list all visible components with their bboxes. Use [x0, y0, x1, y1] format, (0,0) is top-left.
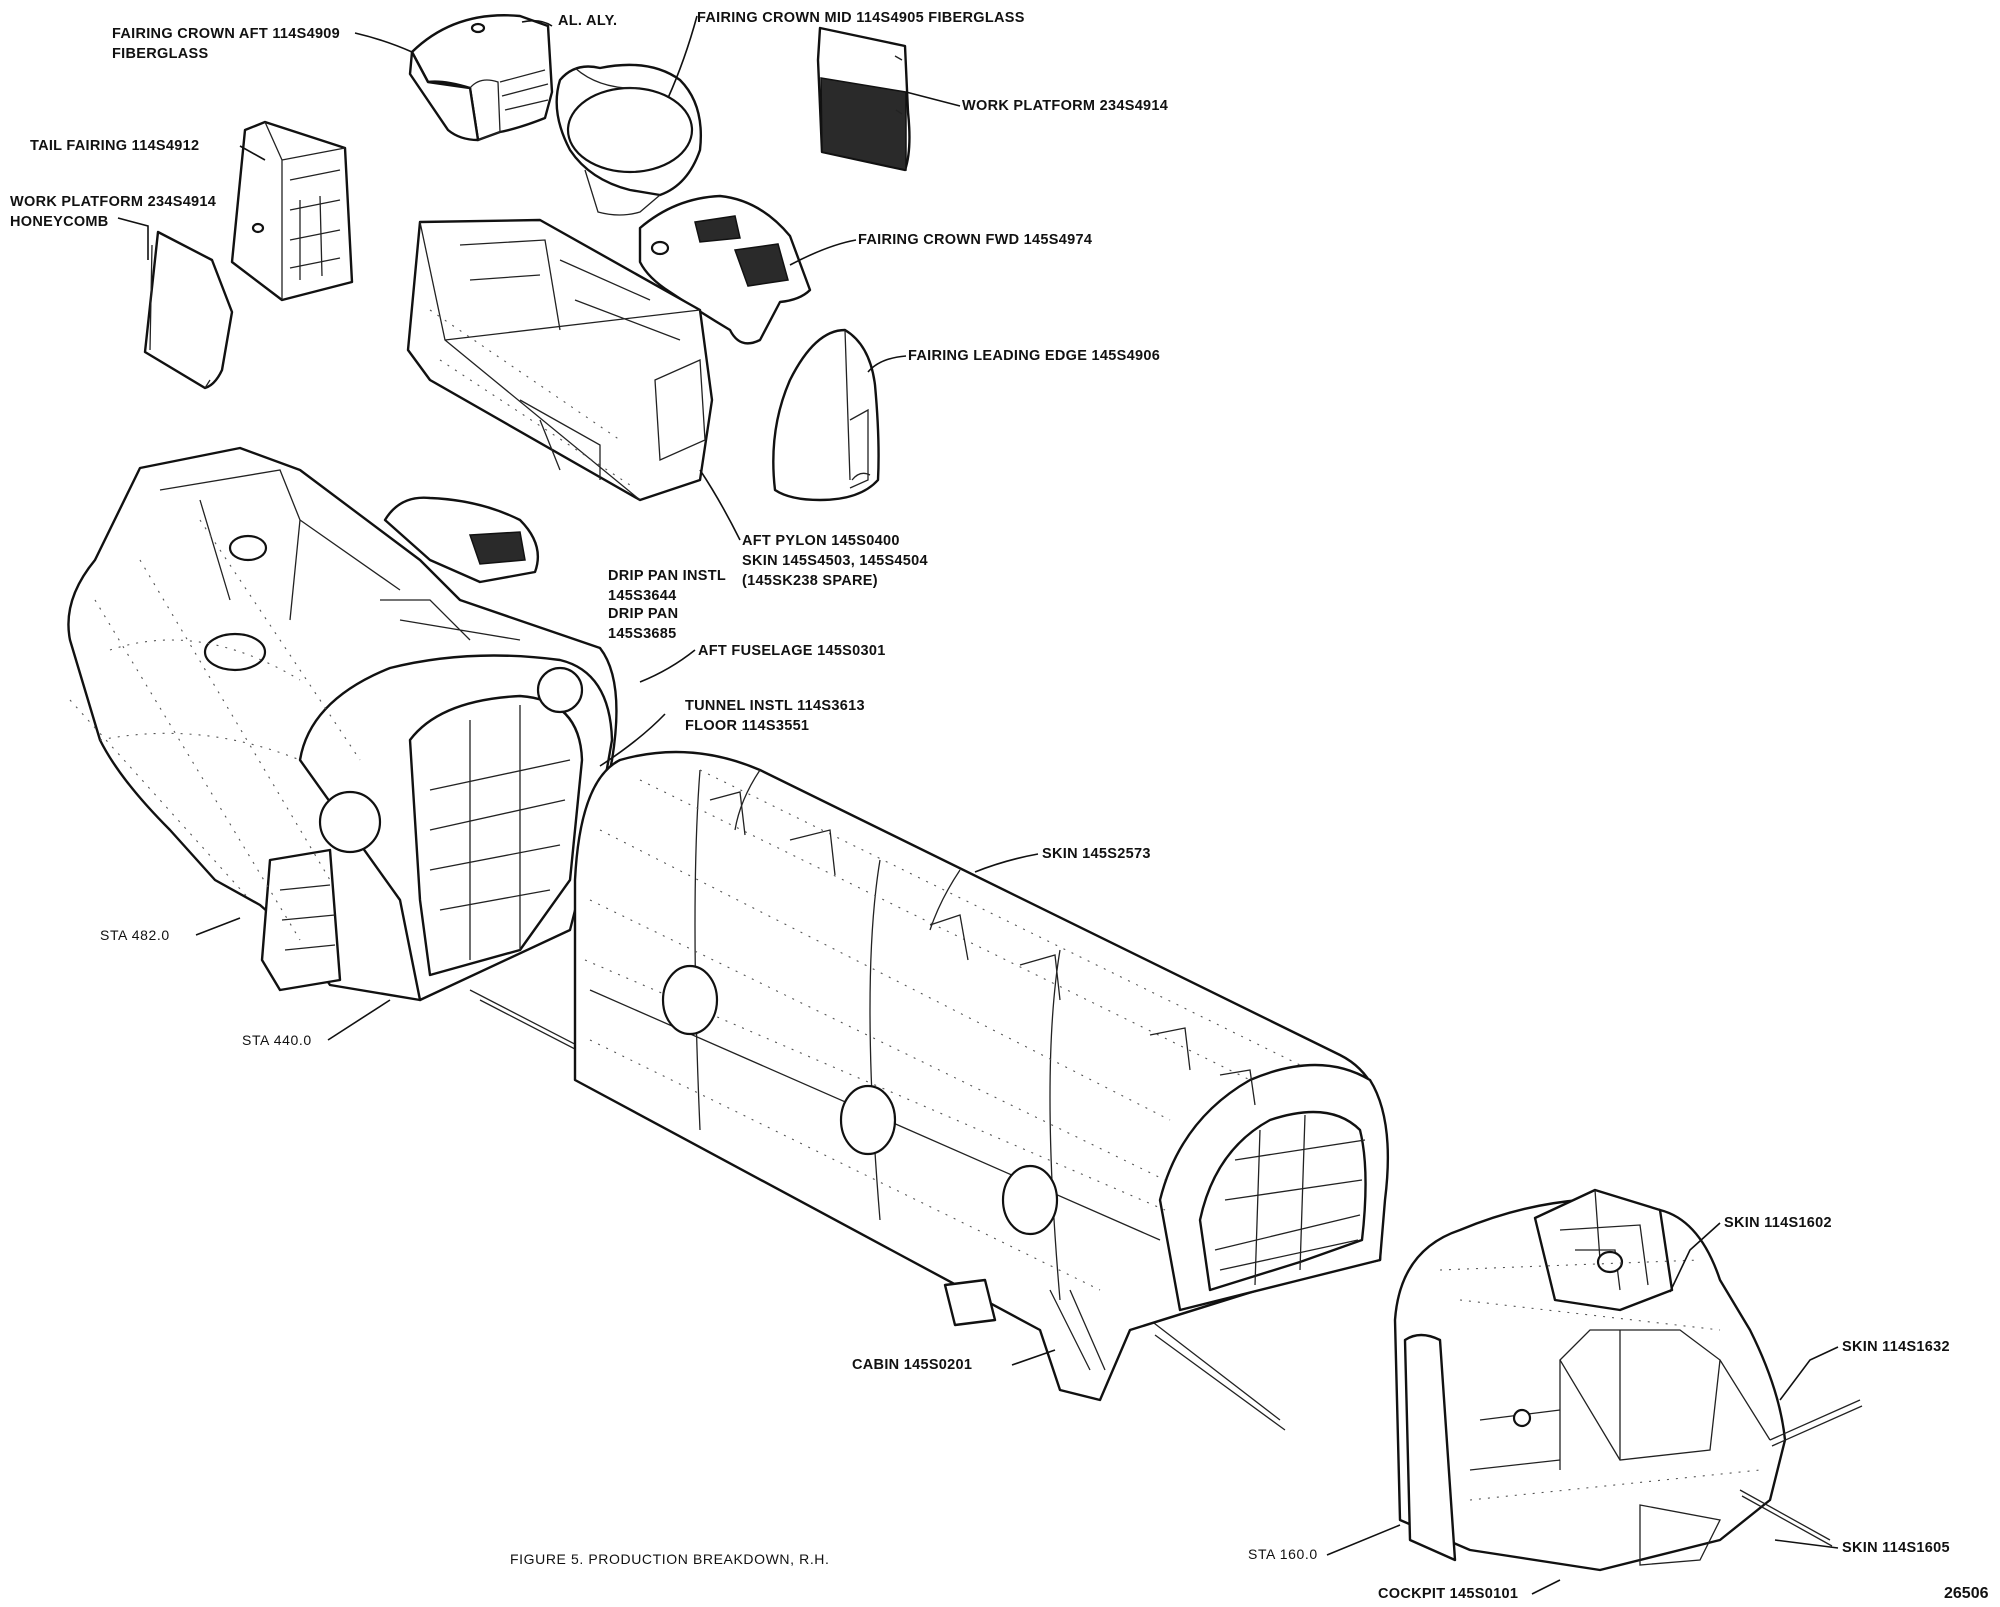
tail-fairing-part — [230, 120, 354, 302]
label-sta-160: STA 160.0 — [1248, 1546, 1318, 1562]
label-fairing-leading-edge: FAIRING LEADING EDGE 145S4906 — [908, 348, 1160, 364]
label-drip-pan: DRIP PAN — [608, 606, 678, 622]
label-skin-114s1605: SKIN 114S1605 — [1842, 1540, 1950, 1556]
label-work-platform-left: WORK PLATFORM 234S4914 — [10, 194, 216, 210]
label-fairing-crown-mid: FAIRING CROWN MID 114S4905 FIBERGLASS — [697, 10, 1025, 26]
label-work-platform-honeycomb: HONEYCOMB — [10, 214, 109, 230]
label-al-aly: AL. ALY. — [558, 13, 617, 29]
label-drip-pan-number: 145S3685 — [608, 626, 677, 642]
label-aft-pylon-spare: (145SK238 SPARE) — [742, 573, 878, 589]
label-fairing-crown-fwd: FAIRING CROWN FWD 145S4974 — [858, 232, 1092, 248]
label-skin-114s1632: SKIN 114S1632 — [1842, 1339, 1950, 1355]
label-tunnel-instl: TUNNEL INSTL 114S3613 — [685, 698, 865, 714]
label-aft-pylon: AFT PYLON 145S0400 — [742, 533, 900, 549]
leader-lines — [117, 15, 1839, 1595]
fairing-crown-mid-part — [555, 63, 702, 216]
label-cabin: CABIN 145S0201 — [852, 1357, 972, 1373]
work-platform-top-part — [816, 26, 911, 172]
label-aft-pylon-skin: SKIN 145S4503, 145S4504 — [742, 553, 928, 569]
figure-number: 26506 — [1944, 1585, 1989, 1602]
cockpit-part — [1393, 1188, 1863, 1572]
figure-caption: FIGURE 5. PRODUCTION BREAKDOWN, R.H. — [510, 1551, 830, 1567]
work-platform-honeycomb-part — [143, 230, 234, 390]
label-sta-440: STA 440.0 — [242, 1032, 312, 1048]
label-drip-pan-instl: DRIP PAN INSTL — [608, 568, 726, 584]
label-drip-pan-instl-number: 145S3644 — [608, 588, 677, 604]
label-sta-482: STA 482.0 — [100, 927, 170, 943]
label-skin-114s1602: SKIN 114S1602 — [1724, 1215, 1832, 1231]
label-cockpit: COCKPIT 145S0101 — [1378, 1586, 1518, 1602]
fairing-crown-aft-part — [408, 14, 554, 142]
aft-fuselage-part — [67, 446, 618, 1002]
label-work-platform-top: WORK PLATFORM 234S4914 — [962, 98, 1168, 114]
label-floor: FLOOR 114S3551 — [685, 718, 809, 734]
label-tail-fairing: TAIL FAIRING 114S4912 — [30, 138, 199, 154]
label-fairing-crown-aft-material: FIBERGLASS — [112, 46, 208, 62]
label-aft-fuselage: AFT FUSELAGE 145S0301 — [698, 643, 886, 659]
cabin-part — [469, 750, 1390, 1431]
fairing-leading-edge-part — [772, 328, 880, 502]
aft-pylon-part — [406, 218, 714, 502]
label-fairing-crown-aft: FAIRING CROWN AFT 114S4909 — [112, 26, 340, 42]
label-skin-145s2573: SKIN 145S2573 — [1042, 846, 1151, 862]
